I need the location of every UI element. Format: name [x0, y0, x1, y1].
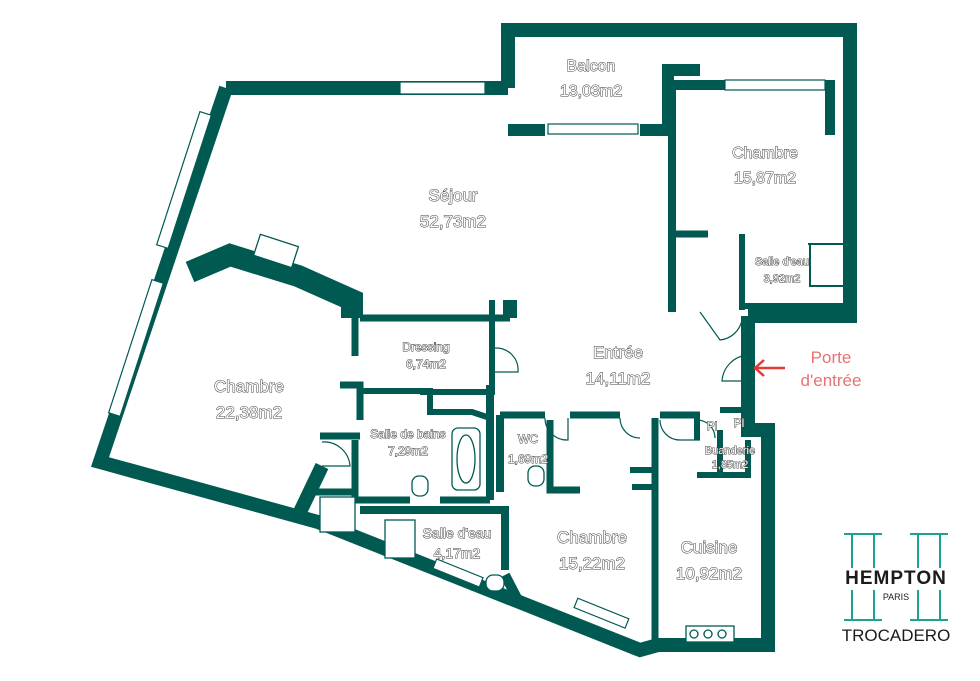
label-salle-bains-name: Salle de bains: [370, 427, 445, 441]
door-chambre-ne: [699, 311, 743, 341]
toilet-bath: [411, 475, 429, 497]
label-dressing-name: Dressing: [402, 340, 449, 354]
label-wc-name: WC: [518, 432, 538, 446]
brand-logo: HEMPTON PARIS TROCADERO: [836, 528, 956, 648]
label-buanderie-area: 1,85m2: [712, 459, 749, 471]
window-south-2: [573, 597, 630, 629]
logo-brand: HEMPTON: [836, 568, 956, 590]
label-chambre-w-name: Chambre: [214, 377, 284, 396]
window-south-1: [432, 558, 484, 588]
window-balcon: [547, 123, 639, 135]
label-chambre-ne-name: Chambre: [732, 145, 798, 162]
label-sejour-area: 52,73m2: [420, 212, 486, 231]
label-entree-area: 14,11m2: [586, 369, 651, 388]
label-chambre-w-area: 22,38m2: [216, 403, 282, 422]
label-balcon-area: 13,03m2: [560, 83, 622, 100]
door-pl: [696, 419, 716, 439]
logo-location: TROCADERO: [841, 626, 951, 645]
door-cuisine: [659, 419, 700, 441]
label-pl1-name: Pl: [707, 419, 718, 433]
window-chambre-ne: [724, 79, 826, 91]
entry-arrow-icon: [753, 359, 785, 377]
toilet-wc: [527, 465, 545, 487]
window-west-upper: [155, 110, 213, 250]
door-entree-south: [619, 417, 641, 439]
label-salle-bains-area: 7,29m2: [388, 444, 428, 458]
window-west-lower: [107, 278, 165, 418]
stove: [685, 625, 735, 643]
label-balcon-name: Balcon: [567, 58, 616, 75]
label-dressing-area: 6,74m2: [406, 357, 446, 371]
label-wc-area: 1,69m2: [508, 452, 548, 466]
label-cuisine-name: Cuisine: [681, 538, 738, 557]
label-cuisine-area: 10,92m2: [676, 564, 742, 583]
label-salle-eau-ne-name: Salle d'eau: [755, 256, 809, 268]
label-pl2-name: Pl: [734, 416, 745, 430]
label-salle-eau-ne-area: 3,92m2: [764, 273, 801, 285]
label-chambre-ne-area: 15,87m2: [734, 170, 796, 187]
logo-city: PARIS: [882, 592, 910, 602]
label-salle-eau-s-area: 4,17m2: [434, 545, 481, 561]
door-wc: [544, 417, 569, 441]
entry-label: Porte d'entrée: [786, 346, 876, 392]
room-labels: Balcon 13,03m2 Chambre 15,87m2 Séjour 52…: [214, 58, 810, 584]
label-sejour-name: Séjour: [428, 186, 477, 205]
window-sejour-top: [399, 81, 486, 95]
door-bathroom: [321, 441, 351, 467]
fireplace: [252, 233, 300, 269]
doors: [321, 311, 749, 467]
label-entree-name: Entrée: [593, 343, 643, 362]
bathtub: [451, 427, 481, 491]
label-salle-eau-s-name: Salle d'eau: [423, 525, 492, 541]
outer-wall: [91, 23, 857, 658]
door-dressing: [494, 347, 519, 373]
walls: [91, 23, 857, 658]
entry-label-line1: Porte: [810, 348, 852, 367]
label-buanderie-name: Buanderie: [705, 445, 755, 457]
entry-label-line2: d'entrée: [800, 371, 862, 390]
shower-s: [384, 519, 416, 559]
label-chambre-s-name: Chambre: [557, 528, 627, 547]
label-chambre-s-area: 15,22m2: [559, 554, 625, 573]
toilet-s: [485, 574, 505, 592]
windows: [107, 79, 826, 629]
fixtures: [252, 233, 735, 643]
shower-w: [319, 496, 356, 533]
door-entrance: [721, 354, 749, 382]
